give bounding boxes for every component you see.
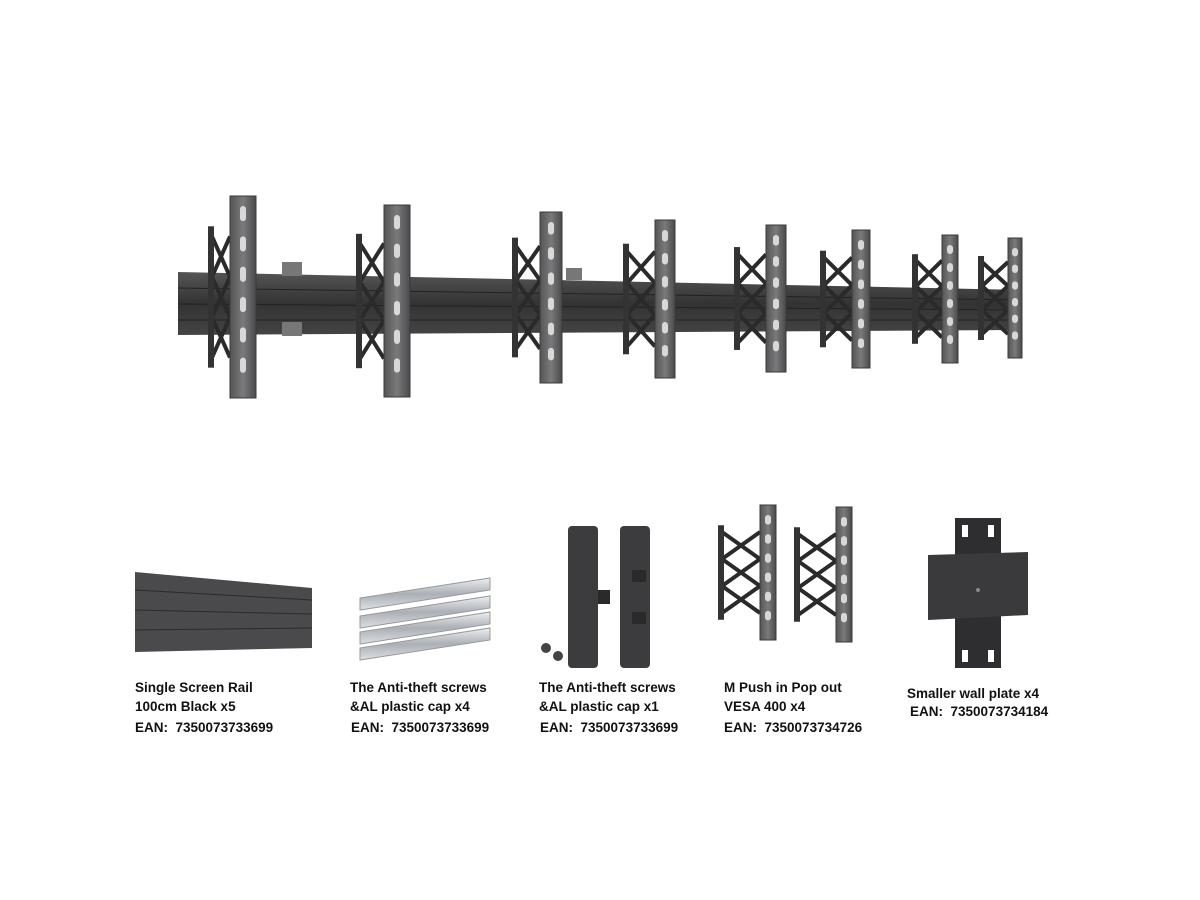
ean-label: EAN: bbox=[351, 720, 384, 735]
bracket bbox=[820, 229, 871, 369]
anti-theft-screws-x4-image bbox=[359, 577, 491, 661]
anti-theft-screws-x1-image bbox=[541, 526, 650, 668]
ean-code: 7350073734184 bbox=[950, 704, 1049, 719]
product-name: Smaller wall plate x4 bbox=[907, 686, 1040, 701]
ean-label: EAN: bbox=[910, 704, 943, 719]
product-label-screws-x1: The Anti-theft screws &AL plastic cap x1 bbox=[539, 678, 676, 716]
product-detail: &AL plastic cap x4 bbox=[350, 699, 470, 714]
bracket bbox=[734, 224, 787, 373]
product-name: M Push in Pop out bbox=[724, 680, 842, 695]
bracket bbox=[794, 506, 853, 643]
product-label-screws-x4: The Anti-theft screws &AL plastic cap x4 bbox=[350, 678, 487, 716]
product-detail: 100cm Black x5 bbox=[135, 699, 236, 714]
assembled-video-wall-mount bbox=[177, 195, 1023, 399]
product-label-wall-plate: Smaller wall plate x4 bbox=[907, 684, 1039, 703]
push-in-pop-out-image bbox=[718, 504, 853, 643]
bracket bbox=[512, 211, 563, 384]
ean-screws-x1: EAN: 7350073733699 bbox=[540, 720, 678, 735]
ean-code: 7350073733699 bbox=[391, 720, 490, 735]
product-label-push-pop: M Push in Pop out VESA 400 x4 bbox=[724, 678, 842, 716]
product-name: The Anti-theft screws bbox=[350, 680, 487, 695]
ean-wall-plate: EAN: 7350073734184 bbox=[910, 704, 1048, 719]
ean-label: EAN: bbox=[724, 720, 757, 735]
product-name: Single Screen Rail bbox=[135, 680, 253, 695]
bracket bbox=[356, 204, 411, 398]
ean-push-pop: EAN: 7350073734726 bbox=[724, 720, 862, 735]
smaller-wall-plate-image bbox=[928, 518, 1028, 668]
ean-code: 7350073734726 bbox=[764, 720, 863, 735]
ean-label: EAN: bbox=[135, 720, 168, 735]
bracket bbox=[912, 234, 959, 364]
ean-label: EAN: bbox=[540, 720, 573, 735]
product-detail: &AL plastic cap x1 bbox=[539, 699, 659, 714]
bracket bbox=[718, 504, 777, 641]
ean-screws-x4: EAN: 7350073733699 bbox=[351, 720, 489, 735]
product-name: The Anti-theft screws bbox=[539, 680, 676, 695]
single-screen-rail-image bbox=[134, 572, 313, 652]
bracket bbox=[208, 195, 257, 399]
ean-rail: EAN: 7350073733699 bbox=[135, 720, 273, 735]
bracket bbox=[978, 237, 1023, 359]
ean-code: 7350073733699 bbox=[175, 720, 274, 735]
ean-code: 7350073733699 bbox=[580, 720, 679, 735]
bracket bbox=[623, 219, 676, 379]
product-label-rail: Single Screen Rail 100cm Black x5 bbox=[135, 678, 253, 716]
product-detail: VESA 400 x4 bbox=[724, 699, 806, 714]
